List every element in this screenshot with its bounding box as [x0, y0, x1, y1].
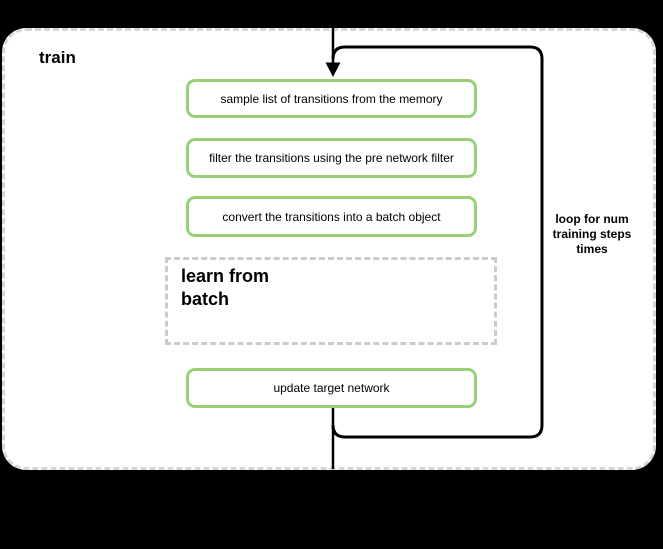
step-node-update-target-network: update target network	[186, 368, 477, 408]
step-node-convert-batch: convert the transitions into a batch obj…	[186, 196, 477, 237]
loop-boundary	[331, 45, 544, 439]
train-group-label: train	[39, 48, 76, 67]
arrowhead-down-icon	[325, 62, 341, 77]
loop-annotation-label: loop for num training steps times	[552, 212, 632, 256]
step-label: convert the transitions into a batch obj…	[222, 209, 441, 224]
step-label: sample list of transitions from the memo…	[220, 91, 443, 106]
step-label: filter the transitions using the pre net…	[209, 151, 454, 165]
subprocess-label: learn from batch	[181, 266, 270, 309]
step-node-sample-transitions: sample list of transitions from the memo…	[186, 79, 477, 118]
subprocess-node-learn-from-batch: learn from batch	[165, 257, 497, 345]
step-node-filter-transitions: filter the transitions using the pre net…	[186, 138, 477, 178]
step-label: update target network	[273, 381, 390, 395]
